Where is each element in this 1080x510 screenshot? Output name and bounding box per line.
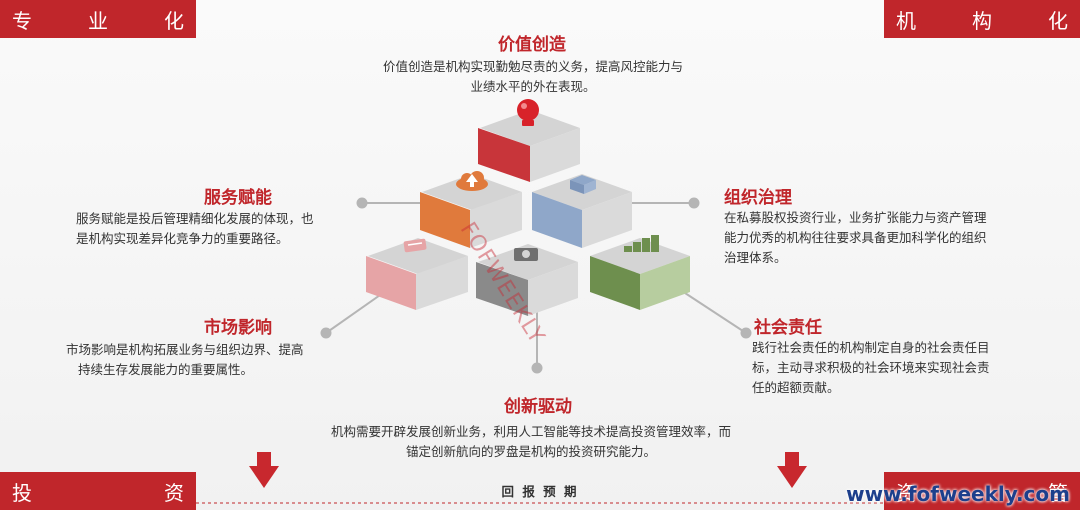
corner-label-asset-management: 资 管 xyxy=(884,472,1080,510)
corner-char: 构 xyxy=(972,8,992,33)
desc-market-influence: 市场影响是机构拓展业务与组织边界、提高 持续生存发展能力的重要属性。 xyxy=(66,340,326,380)
corner-label-professionalization: 专 业 化 xyxy=(0,0,196,38)
connector-dot xyxy=(356,197,368,209)
down-arrow-icon xyxy=(777,452,807,488)
desc-line: 业绩水平的外在表现。 xyxy=(470,79,596,94)
connector-dot xyxy=(320,327,332,339)
lightbulb-icon xyxy=(517,99,539,126)
connector-dot xyxy=(688,197,700,209)
desc-line: 持续生存发展能力的重要属性。 xyxy=(78,362,254,377)
corner-char: 资 xyxy=(896,480,916,505)
cube-bottom-left xyxy=(366,238,468,310)
chart-blocks-icon xyxy=(624,235,659,252)
heading-market-influence: 市场影响 xyxy=(204,318,272,338)
cube-bottom-center xyxy=(476,244,578,316)
connector-dot xyxy=(531,362,543,374)
desc-line: 是机构实现差异化竞争力的重要路径。 xyxy=(76,231,289,246)
corner-char: 业 xyxy=(88,8,108,33)
corner-label-investment: 投 资 xyxy=(0,472,196,510)
camera-icon xyxy=(514,248,538,261)
corner-label-institutionalization: 机 构 化 xyxy=(884,0,1080,38)
connector-line-lower-left xyxy=(325,292,384,334)
desc-line: 标，主动寻求积极的社会环境来实现社会责 xyxy=(752,360,990,375)
desc-value-creation: 价值创造是机构实现勤勉尽责的义务，提高风控能力与 业绩水平的外在表现。 xyxy=(360,57,706,97)
cube-mid-left xyxy=(420,174,522,248)
footer-label-expected-return: 回 报 预 期 xyxy=(501,484,579,499)
corner-char: 化 xyxy=(164,8,184,33)
desc-organization-governance: 在私募股权投资行业，业务扩张能力与资产管理 能力优秀的机构往往要求具备更加科学化… xyxy=(724,208,1014,268)
desc-line: 任的超额贡献。 xyxy=(752,380,840,395)
heading-social-responsibility: 社会责任 xyxy=(754,318,822,338)
heading-organization-governance: 组织治理 xyxy=(724,188,792,208)
site-url: www.fofweekly.com xyxy=(846,482,1070,506)
heading-innovation-driven: 创新驱动 xyxy=(504,397,572,417)
desc-social-responsibility: 践行社会责任的机构制定自身的社会责任目 标，主动寻求积极的社会环境来实现社会责 … xyxy=(752,338,1012,398)
desc-line: 机构需要开辟发展创新业务，利用人工智能等技术提高投资管理效率，而 xyxy=(330,424,731,439)
corner-char: 专 xyxy=(12,8,32,33)
card-icon xyxy=(403,238,427,253)
desc-line: 能力优秀的机构往往要求具备更加科学化的组织 xyxy=(724,230,987,245)
box-icon xyxy=(570,175,596,194)
corner-char: 资 xyxy=(164,480,184,505)
desc-line: 价值创造是机构实现勤勉尽责的义务，提高风控能力与 xyxy=(382,59,683,74)
heading-service-empowerment: 服务赋能 xyxy=(204,188,272,208)
desc-service-empowerment: 服务赋能是投后管理精细化发展的体现，也 是机构实现差异化竞争力的重要路径。 xyxy=(76,209,346,249)
connector-line-lower-right xyxy=(684,292,747,334)
desc-line: 服务赋能是投后管理精细化发展的体现，也 xyxy=(76,211,314,226)
corner-char: 管 xyxy=(1048,480,1068,505)
corner-char: 化 xyxy=(1048,8,1068,33)
desc-line: 锚定创新航向的罗盘是机构的投资研究能力。 xyxy=(405,444,656,459)
cube-bottom-right xyxy=(590,238,690,310)
desc-innovation-driven: 机构需要开辟发展创新业务，利用人工智能等技术提高投资管理效率，而 锚定创新航向的… xyxy=(296,422,766,462)
cloud-upload-icon xyxy=(456,171,488,191)
corner-char: 机 xyxy=(896,8,916,33)
cube-top xyxy=(478,110,580,182)
connector-dot xyxy=(740,327,752,339)
desc-line: 市场影响是机构拓展业务与组织边界、提高 xyxy=(66,342,304,357)
down-arrow-icon xyxy=(249,452,279,488)
corner-char: 投 xyxy=(12,480,32,505)
desc-line: 在私募股权投资行业，业务扩张能力与资产管理 xyxy=(724,210,987,225)
desc-line: 治理体系。 xyxy=(724,250,787,265)
desc-line: 践行社会责任的机构制定自身的社会责任目 xyxy=(752,340,990,355)
heading-value-creation: 价值创造 xyxy=(498,35,566,55)
